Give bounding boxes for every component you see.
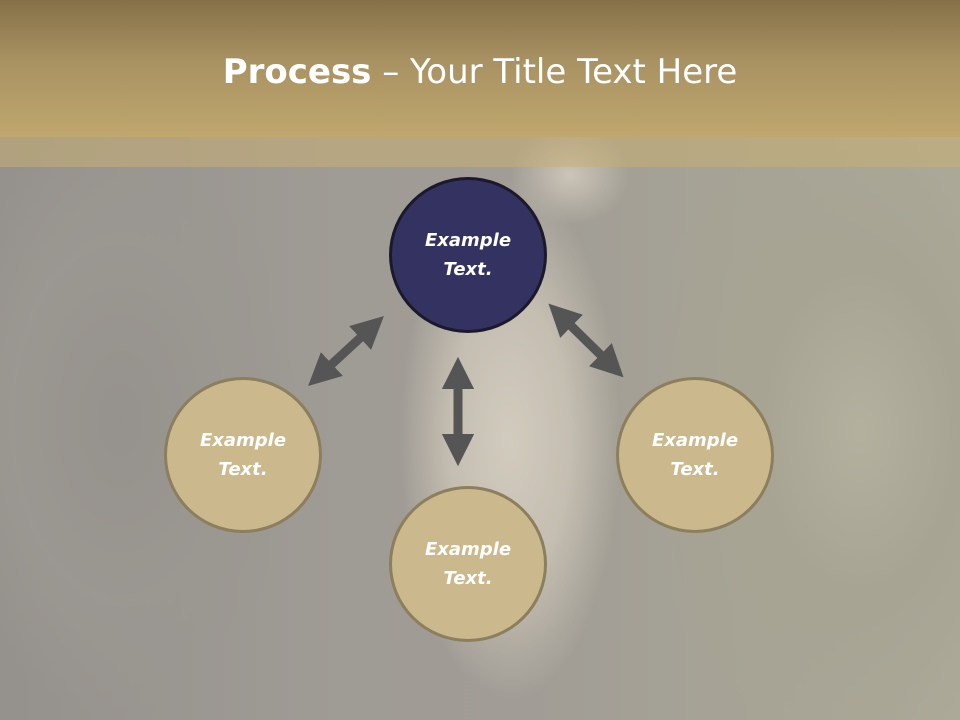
circle-left-line1: Example: [199, 430, 287, 451]
circle-bottom-line2: Text.: [443, 568, 493, 589]
title-band: [0, 0, 960, 137]
circle-top-line2: Text.: [443, 259, 493, 280]
title-band-shadow: [0, 137, 960, 167]
arrow-top-right: [548, 303, 624, 378]
circle-right-line1: Example: [651, 430, 739, 451]
slide-title[interactable]: Process – Your Title Text Here: [0, 52, 960, 92]
circle-left-line2: Text.: [218, 459, 268, 480]
circle-bottom-line1: Example: [424, 539, 512, 560]
arrow-top-left: [308, 316, 384, 386]
circle-right-line2: Text.: [670, 459, 720, 480]
title-bold-part: Process: [222, 52, 372, 92]
title-rest-part: – Your Title Text Here: [371, 52, 738, 92]
circle-top-line1: Example: [424, 230, 512, 251]
